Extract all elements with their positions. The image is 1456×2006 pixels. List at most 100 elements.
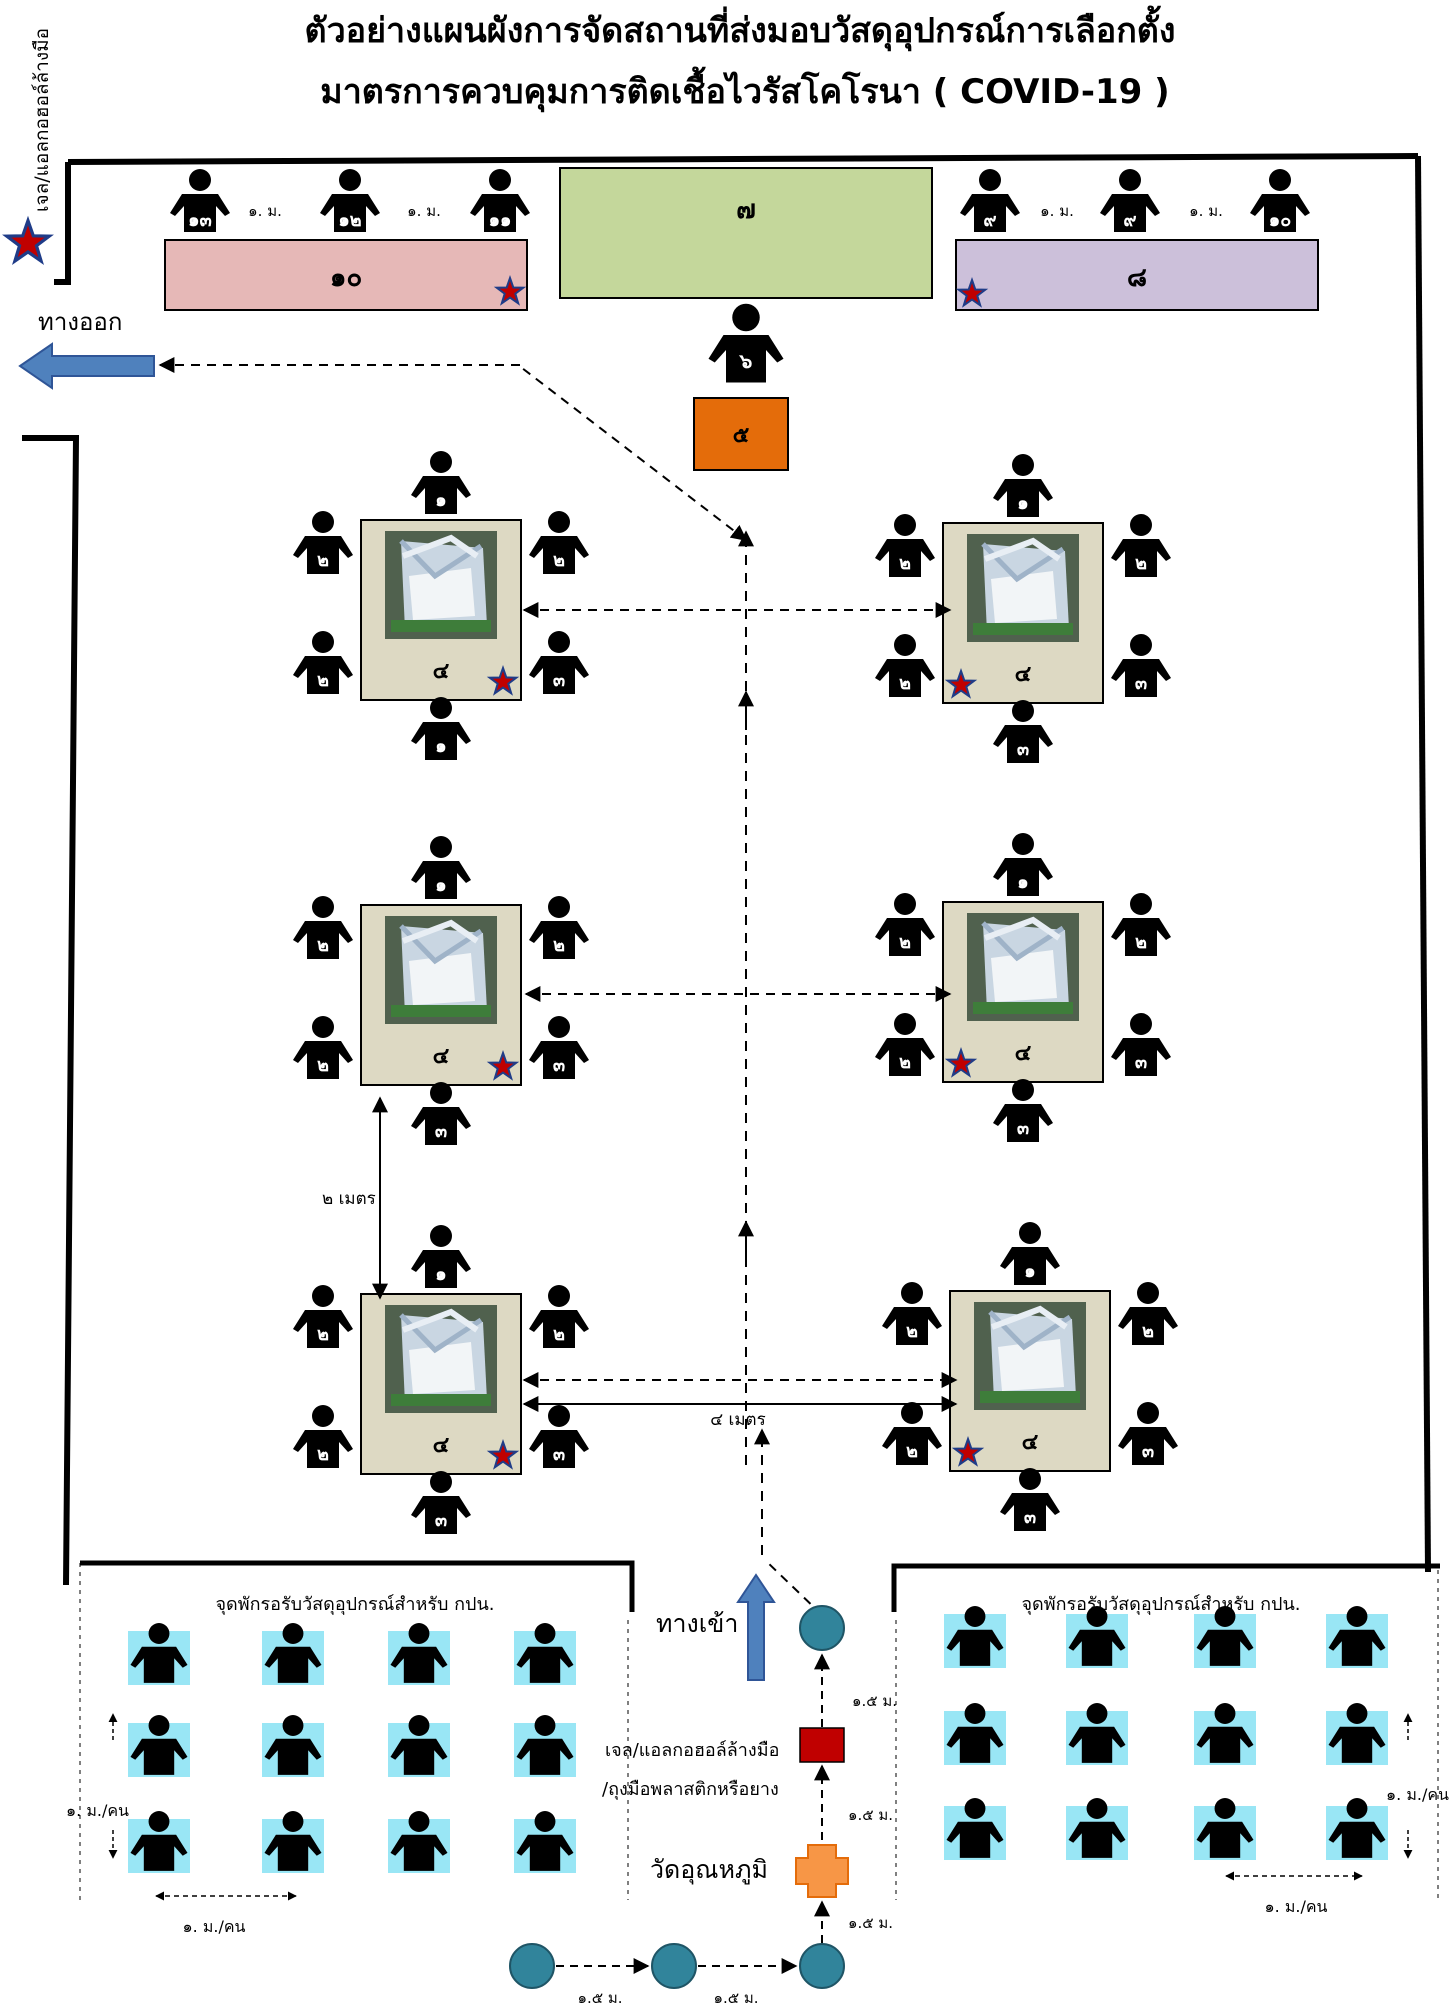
station-staff-label: ๒ [899, 673, 911, 694]
station-staff-label: ๒ [899, 1052, 911, 1073]
waiting-seat [944, 1798, 1006, 1860]
waiting-seat [1194, 1798, 1256, 1860]
entrance-arrow-icon [736, 1573, 776, 1681]
waiting-seat [1194, 1606, 1256, 1668]
queue-point [651, 1943, 697, 1989]
spacing-label: ๑. ม. [248, 202, 282, 220]
ballot-box-icon [385, 531, 497, 639]
station-staff-label: ๓ [553, 670, 565, 691]
title-line-2: มาตรการควบคุมการติดเชื้อไวรัสโคโรนา ( CO… [320, 66, 1169, 113]
station-staff-label: ๓ [1142, 1441, 1154, 1462]
room-walls [22, 153, 1431, 1586]
station-staff-label: ๒ [317, 1324, 329, 1345]
waiting-seat [1066, 1798, 1128, 1860]
spacing-label: ๑.๕ ม. [848, 1914, 893, 1932]
station-staff-label: ๓ [1024, 1507, 1036, 1528]
station-staff-label: ๒ [906, 1441, 918, 1462]
waiting-seat [1326, 1606, 1388, 1668]
station-staff-label: ๒ [317, 1444, 329, 1465]
spacing-label: ๑.๕ ม. [852, 1692, 897, 1710]
station-staff-label: ๒ [317, 550, 329, 571]
station-staff-label: ๓ [435, 1510, 447, 1531]
voting-station: ๔๑๒๒๒๓๑ [293, 451, 589, 760]
queue-point [799, 1605, 845, 1651]
waiting-area-walls [80, 1560, 1440, 1612]
station-table-label: ๔ [1015, 1041, 1032, 1066]
waiting-seat [388, 1623, 450, 1685]
waiting-seat [514, 1715, 576, 1777]
ballot-box-icon [974, 1302, 1086, 1410]
spacing-label: ๑. ม./คน [66, 1801, 129, 1820]
station-staff-label: ๒ [899, 553, 911, 574]
exit-arrow-icon [18, 342, 155, 390]
station-staff-label: ๓ [1017, 1118, 1029, 1139]
ballot-box-icon [385, 1305, 497, 1413]
waiting-seat [944, 1606, 1006, 1668]
spacing-label: ๑. ม./คน [183, 1917, 246, 1936]
station-staff-label: ๑ [435, 875, 446, 896]
waiting-seat [514, 1623, 576, 1685]
station-staff-label: ๒ [553, 1324, 565, 1345]
center-table [559, 167, 933, 299]
waiting-area-left-label: จุดพักรอรับวัสดุอุปกรณ์สำหรับ กปน. [216, 1594, 495, 1615]
spacing-label: ๑. ม. [1189, 202, 1223, 220]
station-staff-label: ๒ [317, 935, 329, 956]
staff-label: ๑๑ [489, 210, 512, 231]
station-staff-label: ๓ [435, 1121, 447, 1142]
station-staff-label: ๒ [553, 550, 565, 571]
waiting-seat [262, 1623, 324, 1685]
voting-stations: ๔๑๒๒๒๓๑๔๑๒๒๒๓๓๔๑๒๒๒๓๓๔๑๒๒๒๓๓๔๑๒๒๒๓๓๔๑๒๒๒… [293, 451, 1178, 1534]
station-table-label: ๔ [433, 1433, 450, 1458]
two-meter-label: ๒ เมตร [322, 1189, 376, 1209]
station-staff-label: ๑ [435, 490, 446, 511]
entrance-label: ทางเข้า [656, 1609, 738, 1638]
entrance-path-diagonal [764, 1559, 823, 1616]
center-table-label: ๗ [736, 195, 756, 225]
waiting-seat [128, 1811, 190, 1873]
left-table [164, 239, 528, 311]
ballot-box-icon [967, 913, 1079, 1021]
waiting-seat [388, 1715, 450, 1777]
waiting-seat [1326, 1798, 1388, 1860]
waiting-grid-right [944, 1606, 1388, 1860]
station-staff-label: ๒ [1135, 932, 1147, 953]
station-staff-label: ๓ [1017, 739, 1029, 760]
station-table-label: ๔ [1022, 1430, 1039, 1455]
waiting-seat [128, 1715, 190, 1777]
spacing-label: ๑. ม. [407, 202, 441, 220]
staff-label: ๑๓ [188, 210, 212, 231]
desk-label: ๕ [733, 423, 750, 448]
station-staff-label: ๒ [1135, 553, 1147, 574]
voting-station: ๔๑๒๒๒๓๓ [293, 836, 589, 1145]
four-meter-label: ๔ เมตร [710, 1410, 765, 1430]
station-staff-label: ๓ [553, 1055, 565, 1076]
gel-station-box [799, 1727, 845, 1763]
gel-station-label-1: เจล/แอลกอฮอล์ล้างมือ [605, 1740, 779, 1761]
staff-label: ๑๒ [338, 210, 361, 231]
spacing-label: ๑. ม. [1040, 202, 1074, 220]
staff-right-group: ๙ ๑. ม. ๙ ๑. ม. ๑๐ [960, 169, 1310, 232]
waiting-seat [1194, 1703, 1256, 1765]
station-staff-label: ๑ [1017, 872, 1028, 893]
spacing-label: ๑. ม./คน [1265, 1897, 1328, 1916]
spacing-label: ๑. ม./คน [1386, 1785, 1449, 1804]
station-staff-label: ๒ [1142, 1321, 1154, 1342]
spacing-label: ๑.๕ ม. [848, 1806, 893, 1824]
waiting-seat [128, 1623, 190, 1685]
desk [693, 397, 789, 471]
waiting-grid-left [128, 1623, 576, 1873]
waiting-seat [1066, 1703, 1128, 1765]
staff-label: ๙ [983, 210, 996, 231]
exit-label: ทางออก [38, 308, 122, 336]
ballot-box-icon [385, 916, 497, 1024]
staff-left-group: ๑๓ ๑. ม. ๑๒ ๑. ม. ๑๑ [170, 169, 530, 232]
voting-station: ๔๑๒๒๒๓๓ [882, 1222, 1178, 1531]
right-table-label: ๘ [1127, 263, 1147, 293]
temperature-cross-icon [795, 1844, 849, 1898]
station-table-label: ๔ [1015, 662, 1032, 687]
right-table [955, 239, 1319, 311]
staff-label: ๑๐ [1269, 210, 1291, 231]
station-staff-label: ๑ [435, 736, 446, 757]
queue-point [799, 1943, 845, 1989]
